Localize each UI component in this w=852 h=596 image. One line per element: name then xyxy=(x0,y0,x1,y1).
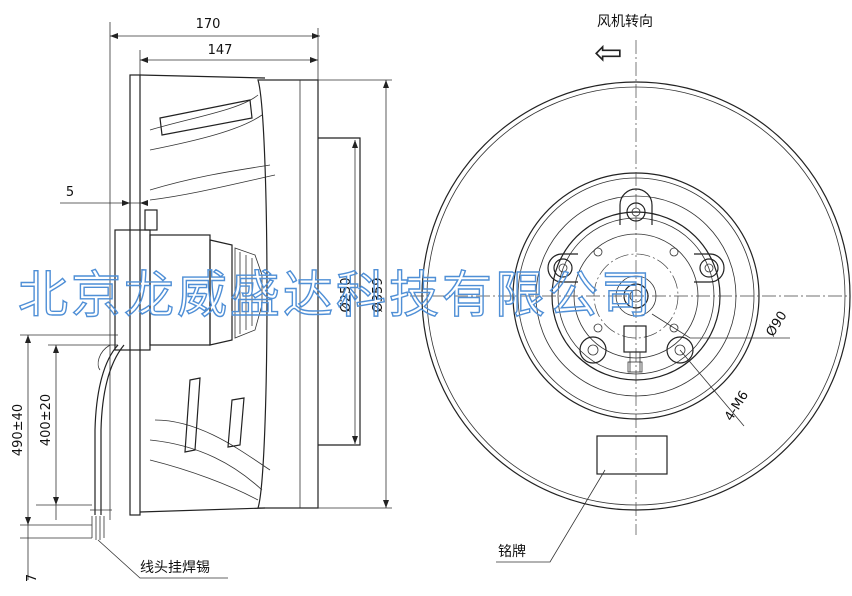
rotation-arrow-icon: ⇦ xyxy=(594,33,623,73)
dim-body-length: 147 xyxy=(208,43,233,58)
rotation-label: 风机转向 xyxy=(597,14,653,30)
dim-cable-inner: 400±20 xyxy=(39,394,54,446)
dim-bolt-circle: Ø90 xyxy=(764,309,791,340)
dim-outer-dia: Ø359 xyxy=(371,277,386,312)
dim-overall-length: 170 xyxy=(196,17,221,32)
watermark: 北京龙威盛达科技有限公司 xyxy=(18,266,654,324)
mount-lug-bottom-right xyxy=(666,336,694,364)
mount-lug-left xyxy=(547,253,578,283)
mount-lug-top xyxy=(619,188,653,225)
side-view: 170 147 5 xyxy=(11,17,392,582)
nameplate xyxy=(596,435,668,475)
label-nameplate: 铭牌 xyxy=(498,543,526,560)
mount-lug-right xyxy=(694,253,725,283)
dim-cable-outer: 490±40 xyxy=(11,404,26,456)
dim-inlet-dia: Ø250 xyxy=(339,277,354,312)
dim-mount-holes: 4-M6 xyxy=(722,388,752,423)
label-lead: 线头挂焊锡 xyxy=(140,560,210,576)
dim-lead-end: 7 xyxy=(25,574,40,582)
dim-flange: 5 xyxy=(66,185,74,200)
mount-lug-bottom-left xyxy=(579,336,607,364)
